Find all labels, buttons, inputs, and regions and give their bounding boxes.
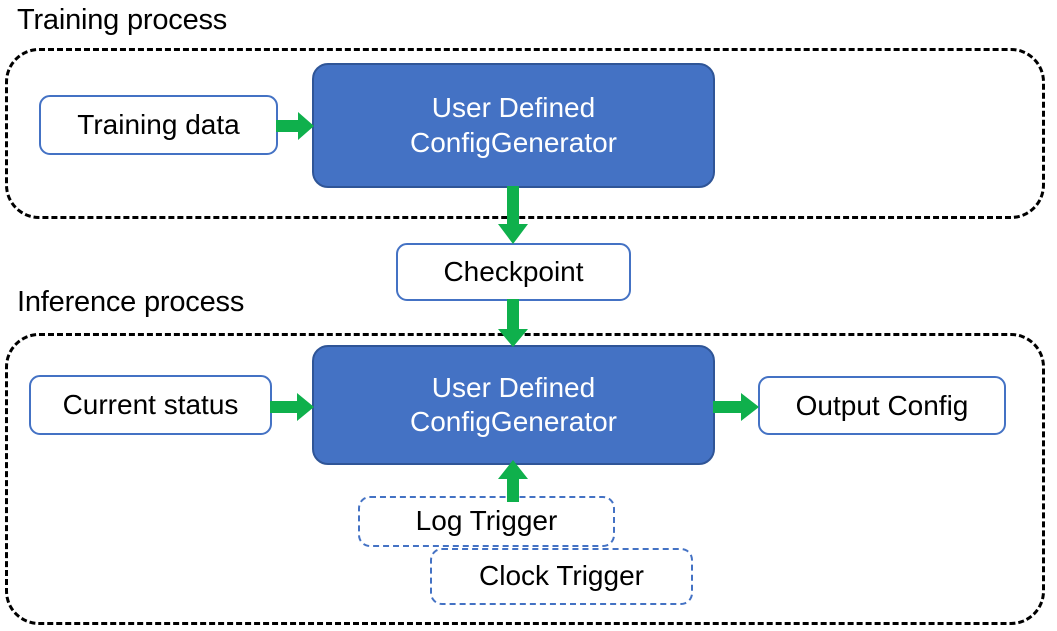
- node-user-defined-config-generator-training[interactable]: User Defined ConfigGenerator: [312, 63, 715, 188]
- node-training-data[interactable]: Training data: [39, 95, 278, 155]
- generator-training-line2: ConfigGenerator: [409, 126, 617, 158]
- training-process-container: [5, 48, 1045, 219]
- node-output-config[interactable]: Output Config: [758, 376, 1006, 435]
- arrow-trigger-to-generator-icon: [498, 460, 528, 502]
- arrow-current-status-to-generator-icon: [270, 393, 314, 421]
- generator-inference-line2: ConfigGenerator: [409, 406, 617, 437]
- generator-training-line1: User Defined: [431, 92, 596, 124]
- node-clock-trigger[interactable]: Clock Trigger: [430, 548, 693, 605]
- node-log-trigger[interactable]: Log Trigger: [358, 496, 615, 547]
- arrow-checkpoint-to-generator-icon: [498, 299, 528, 347]
- node-user-defined-config-generator-inference[interactable]: User Defined ConfigGenerator: [312, 345, 715, 465]
- inference-process-container: [5, 333, 1045, 625]
- generator-inference-line1: User Defined: [431, 371, 596, 403]
- arrow-generator-to-checkpoint-icon: [498, 186, 528, 244]
- arrow-generator-to-output-config-icon: [713, 393, 759, 421]
- inference-process-title: Inference process: [17, 286, 245, 318]
- training-process-title: Training process: [17, 4, 228, 36]
- node-checkpoint[interactable]: Checkpoint: [396, 243, 631, 301]
- arrow-training-data-to-generator-icon: [276, 112, 314, 140]
- node-current-status[interactable]: Current status: [29, 375, 272, 435]
